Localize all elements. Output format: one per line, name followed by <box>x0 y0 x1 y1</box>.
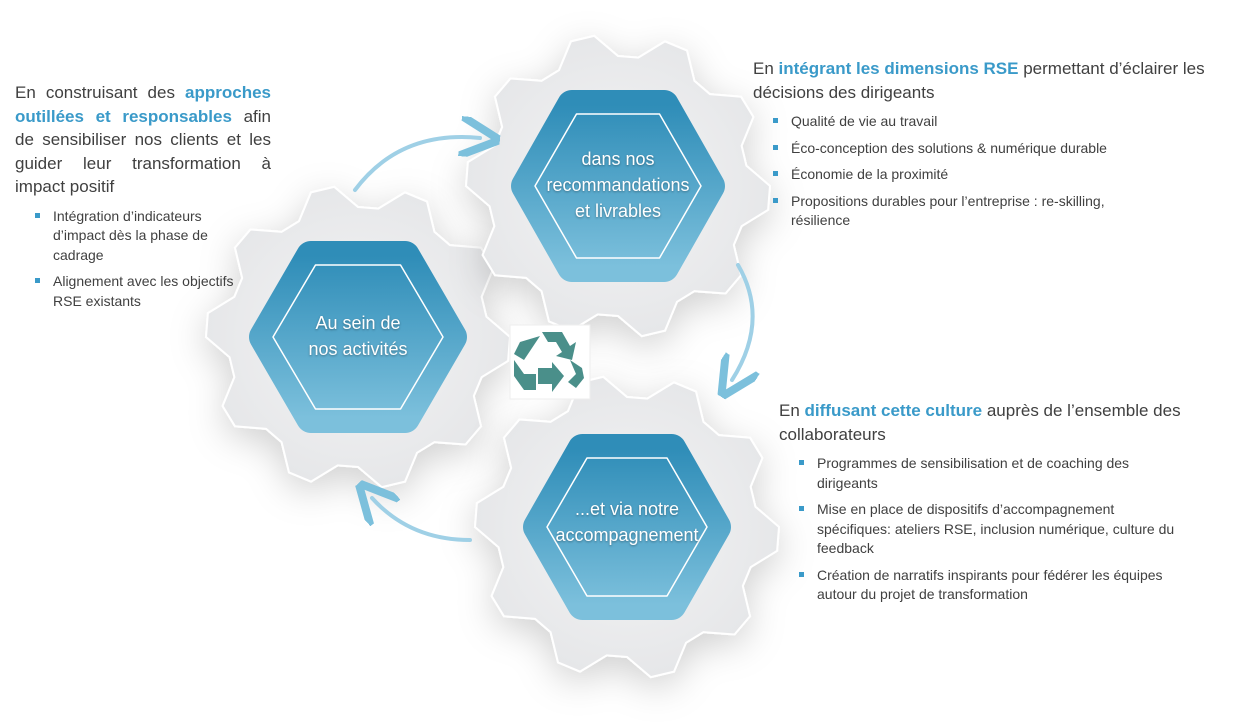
hex-line: ...et via notre <box>574 499 680 519</box>
top-right-text-block: En intégrant les dimensions RSE permetta… <box>753 57 1223 238</box>
hexagon-top <box>534 113 702 259</box>
hex-line: recommandations <box>546 175 690 195</box>
list-item: Éco-conception des solutions & numérique… <box>753 139 1153 159</box>
lead-highlight: diffusant cette culture <box>804 401 983 420</box>
list-item: Création de narratifs inspirants pour fé… <box>779 566 1189 605</box>
hex-line: dans nos <box>581 149 655 169</box>
list-item: Qualité de vie au travail <box>753 112 1153 132</box>
lead-intro: En <box>779 401 805 420</box>
list-item: Mise en place de dispositifs d’accompagn… <box>779 500 1189 559</box>
top-right-lead: En intégrant les dimensions RSE permetta… <box>753 57 1223 104</box>
hex-line: et livrables <box>574 201 662 221</box>
lead-intro: En construisant des <box>15 83 186 102</box>
hex-line: nos activités <box>308 339 408 359</box>
lead-rest: afin de sensibiliser nos clients et les … <box>15 106 271 197</box>
cycle-arrow <box>355 137 753 542</box>
bottom-right-lead: En diffusant cette culture auprès de l’e… <box>779 399 1219 446</box>
list-item: Intégration d’indicateurs d’impact dès l… <box>15 207 255 266</box>
hex-line: Au sein de <box>315 313 401 333</box>
lead-rest: auprès de l’ensemble des collaborateurs <box>779 401 1181 444</box>
recycle-icon <box>509 324 591 400</box>
list-item: Alignement avec les objectifs RSE exista… <box>15 272 255 311</box>
hexagon-left-label: Au sein de nos activités <box>258 310 458 362</box>
lead-intro: En <box>753 59 779 78</box>
hexagon-bottom-label: ...et via notre accompagnement <box>527 496 727 548</box>
lead-highlight: approches outillées et responsables <box>15 83 271 126</box>
bottom-right-text-block: En diffusant cette culture auprès de l’e… <box>779 399 1219 612</box>
hexagon-left <box>272 264 444 410</box>
hexagon-top-label: dans nos recommandations et livrables <box>518 146 718 224</box>
list-item: Économie de la proximité <box>753 165 1153 185</box>
lead-rest: permettant d’éclairer les décisions des … <box>753 59 1205 102</box>
hexagon-top <box>511 90 725 282</box>
hexagon-left <box>249 241 467 433</box>
left-lead: En construisant des approches outillées … <box>15 81 271 199</box>
lead-highlight: intégrant les dimensions RSE <box>778 59 1019 78</box>
hexagon-bottom <box>546 457 708 597</box>
list-item: Programmes de sensibilisation et de coac… <box>779 454 1189 493</box>
list-item: Propositions durables pour l’entreprise … <box>753 192 1153 231</box>
hex-line: accompagnement <box>555 525 699 545</box>
left-text-block: En construisant des approches outillées … <box>15 81 271 318</box>
hexagon-bottom <box>523 434 731 620</box>
